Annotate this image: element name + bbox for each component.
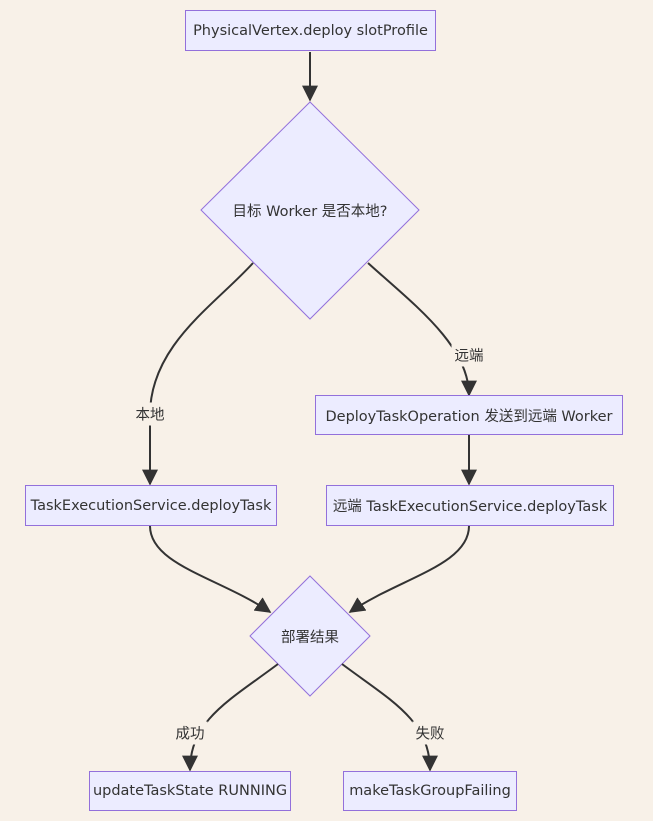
edge-local-deploy-to-result: [149, 525, 272, 613]
node-success-update[interactable]: updateTaskState RUNNING: [89, 771, 291, 811]
node-remote-send[interactable]: DeployTaskOperation 发送到远端 Worker: [315, 395, 623, 435]
node-remote-deploy-label: 远端 TaskExecutionService.deployTask: [332, 499, 608, 515]
edge-result-to-failure: [341, 663, 438, 772]
edge-decision-to-local: [142, 262, 254, 486]
node-start[interactable]: PhysicalVertex.deploy slotProfile: [185, 10, 436, 51]
node-start-label: PhysicalVertex.deploy slotProfile: [193, 22, 428, 39]
edge-remote-deploy-to-result: [348, 525, 470, 613]
node-failure-mark-label: makeTaskGroupFailing: [349, 783, 511, 799]
edge-label-remote: 远端: [451, 343, 487, 367]
node-failure-mark[interactable]: makeTaskGroupFailing: [343, 771, 517, 811]
edge-decision-to-remote: [367, 262, 477, 397]
node-remote-send-label: DeployTaskOperation 发送到远端 Worker: [325, 408, 613, 425]
decision-local-diamond: [200, 101, 420, 320]
node-local-deploy-label: TaskExecutionService.deployTask: [30, 497, 272, 514]
node-success-update-label: updateTaskState RUNNING: [92, 783, 288, 799]
node-local-deploy[interactable]: TaskExecutionService.deployTask: [25, 485, 277, 526]
decision-result-diamond: [249, 575, 371, 697]
edge-label-failure: 失败: [412, 721, 448, 745]
edge-label-local: 本地: [132, 402, 168, 426]
edge-label-success: 成功: [172, 721, 208, 745]
node-remote-deploy[interactable]: 远端 TaskExecutionService.deployTask: [326, 485, 614, 526]
edge-result-to-success: [182, 663, 279, 772]
